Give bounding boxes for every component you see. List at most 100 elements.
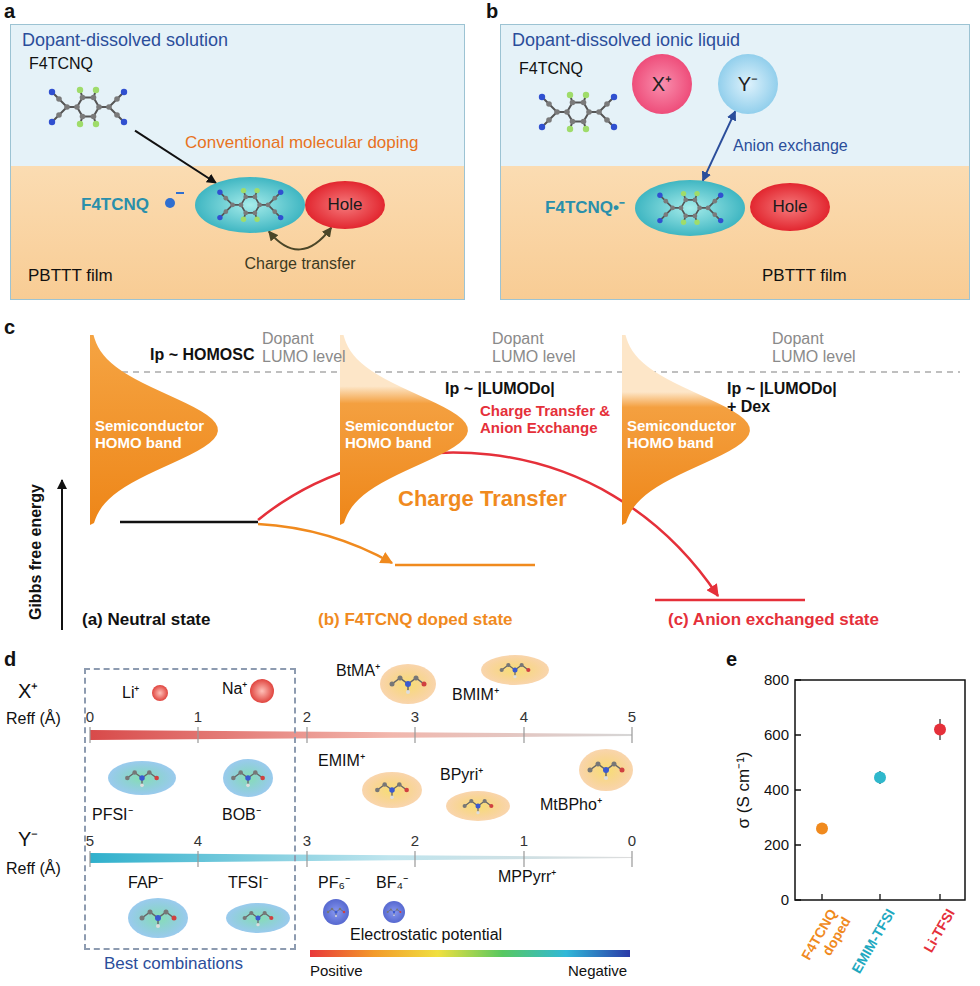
figure-label: Na⁺ bbox=[222, 680, 247, 698]
text-holder: Li⁺ bbox=[122, 684, 139, 702]
text-holder: PBTTT film bbox=[762, 266, 847, 286]
figure-label: Y⁻ bbox=[18, 828, 38, 851]
text-holder: (b) F4TCNQ doped state bbox=[318, 610, 513, 630]
anion-circle: Y⁻ bbox=[718, 54, 778, 114]
text-holder: PFSI⁻ bbox=[92, 806, 133, 824]
figure-label: Charge Transfer & Anion Exchange bbox=[480, 402, 640, 437]
text-holder: e bbox=[726, 648, 737, 671]
text-holder: MPPyrr⁺ bbox=[498, 868, 556, 886]
ion-models bbox=[108, 655, 633, 938]
text-holder: X⁺ bbox=[632, 54, 692, 114]
node-outline bbox=[195, 177, 305, 233]
text-holder: Dopant LUMO level bbox=[262, 330, 357, 367]
text-holder: Y⁻ bbox=[18, 828, 38, 851]
figure-label: 4 bbox=[520, 708, 528, 725]
node-text: F4TCNQ•⁻ bbox=[545, 198, 625, 218]
node-text: Hole bbox=[773, 197, 808, 217]
text-holder: Semiconductor HOMO band bbox=[627, 417, 739, 452]
text-holder: Dopant LUMO level bbox=[772, 330, 867, 367]
figure-label: Li⁺ bbox=[122, 684, 139, 702]
text-holder: BtMA⁺ bbox=[336, 662, 380, 680]
text-holder: F4TCNQ•⁻ bbox=[545, 180, 625, 236]
node-shape bbox=[635, 180, 745, 236]
text-holder: 1 bbox=[520, 832, 528, 849]
figure-label: Conventional molecular doping bbox=[185, 133, 418, 153]
figure-label: d bbox=[4, 648, 16, 671]
text-holder: Reff (Å) bbox=[6, 860, 61, 878]
node-text: Semiconductor HOMO band bbox=[627, 417, 739, 452]
text-holder: F4TCNQ bbox=[81, 177, 149, 233]
figure-label: Electrostatic potential bbox=[350, 926, 502, 944]
text-holder: Charge Transfer bbox=[398, 486, 567, 511]
node-text: F4TCNQ bbox=[29, 55, 93, 73]
text-holder: BOB⁻ bbox=[222, 806, 261, 824]
text-holder: MtBPho⁺ bbox=[540, 796, 602, 814]
electron-symbol bbox=[165, 193, 184, 208]
text-holder: (c) Anion exchanged state bbox=[668, 610, 879, 630]
figure-label: Dopant LUMO level bbox=[772, 330, 867, 367]
text-holder: Semiconductor HOMO band bbox=[345, 417, 457, 452]
text-holder: TFSI⁻ bbox=[228, 874, 268, 892]
molecule-model bbox=[45, 81, 131, 133]
node-outline bbox=[750, 183, 830, 231]
figure-label: BMIM⁺ bbox=[452, 686, 499, 704]
figure-label: 400 bbox=[764, 781, 789, 798]
figure-label: (b) F4TCNQ doped state bbox=[318, 610, 513, 630]
conductivity-plot bbox=[795, 680, 965, 900]
figure-label: BF₄⁻ bbox=[376, 874, 408, 892]
molecule-model bbox=[214, 183, 287, 227]
node-text: Semiconductor HOMO band bbox=[95, 417, 207, 452]
homo-band: Semiconductor HOMO band bbox=[90, 335, 218, 525]
text-holder: 0 bbox=[781, 891, 789, 908]
figure-label: Negative bbox=[568, 962, 627, 979]
connector-label: Charge transfer bbox=[244, 255, 355, 273]
film-band: PBTTT film F4TCNQ•⁻ Hole bbox=[500, 166, 970, 300]
node-outline bbox=[632, 54, 692, 114]
text-holder: 400 bbox=[764, 781, 789, 798]
figure-label: 0 bbox=[86, 708, 94, 725]
dopant-ellipse: F4TCNQ•⁻ bbox=[635, 180, 745, 236]
figure-label: 3 bbox=[411, 708, 419, 725]
text-holder: 4 bbox=[520, 708, 528, 725]
panel-box: Dopant-dissolved solutionF4TCNQPBTTT fil… bbox=[10, 24, 465, 300]
text-holder: Dopant-dissolved solution bbox=[22, 30, 228, 51]
figure-label: MPPyrr⁺ bbox=[498, 868, 556, 886]
node-text: Hole bbox=[328, 195, 363, 215]
text-holder: 1 bbox=[194, 708, 202, 725]
figure-label: 1 bbox=[520, 832, 528, 849]
figure-label: Ip ~ |LUMODo| bbox=[445, 380, 555, 398]
text-holder: F4TCNQ bbox=[519, 60, 583, 78]
text-holder: 4 bbox=[194, 832, 202, 849]
figure-label: e bbox=[726, 648, 737, 671]
figure-label: 600 bbox=[764, 726, 789, 743]
figure-label: EMIM⁺ bbox=[318, 752, 365, 770]
text-holder: Dopant-dissolved ionic liquid bbox=[512, 30, 740, 51]
figure-label: Positive bbox=[310, 962, 363, 979]
panel-box: Dopant-dissolved ionic liquidF4TCNQ X⁺ Y⁻ P… bbox=[500, 24, 970, 300]
text-holder: 3 bbox=[303, 832, 311, 849]
figure-label: PFSI⁻ bbox=[92, 806, 133, 824]
figure-label: Ip ~ |LUMODo| + Dex bbox=[727, 380, 845, 417]
text-holder: BMIM⁺ bbox=[452, 686, 499, 704]
figure-label: 800 bbox=[764, 671, 789, 688]
node-text: PBTTT film bbox=[762, 266, 847, 286]
text-holder: Ip ~ |LUMODo| + Dex bbox=[727, 380, 845, 417]
figure-label: 4 bbox=[194, 832, 202, 849]
node-text: Dopant-dissolved solution bbox=[22, 30, 228, 51]
text-holder: Ip ~ HOMOSC bbox=[150, 346, 254, 364]
homo-band: Semiconductor HOMO band bbox=[622, 335, 750, 525]
node-text: F4TCNQ bbox=[81, 195, 149, 215]
figure-label: σ (S cm⁻¹) bbox=[734, 752, 754, 829]
text-holder: d bbox=[4, 648, 16, 671]
figure-label: 0 bbox=[781, 891, 789, 908]
figure-label: EMIM-TFSI bbox=[848, 906, 898, 976]
text-holder: BPyri⁺ bbox=[440, 766, 483, 784]
figure-label: F4TCNQ doped bbox=[795, 906, 854, 976]
text-holder: EMIM-TFSI bbox=[848, 906, 898, 976]
figure-label: X⁺ bbox=[18, 680, 38, 703]
node-text: Dopant-dissolved ionic liquid bbox=[512, 30, 740, 51]
text-holder: Semiconductor HOMO band bbox=[95, 417, 207, 452]
figure-label: Gibbs free energy bbox=[27, 484, 45, 620]
figure-label: BtMA⁺ bbox=[336, 662, 380, 680]
